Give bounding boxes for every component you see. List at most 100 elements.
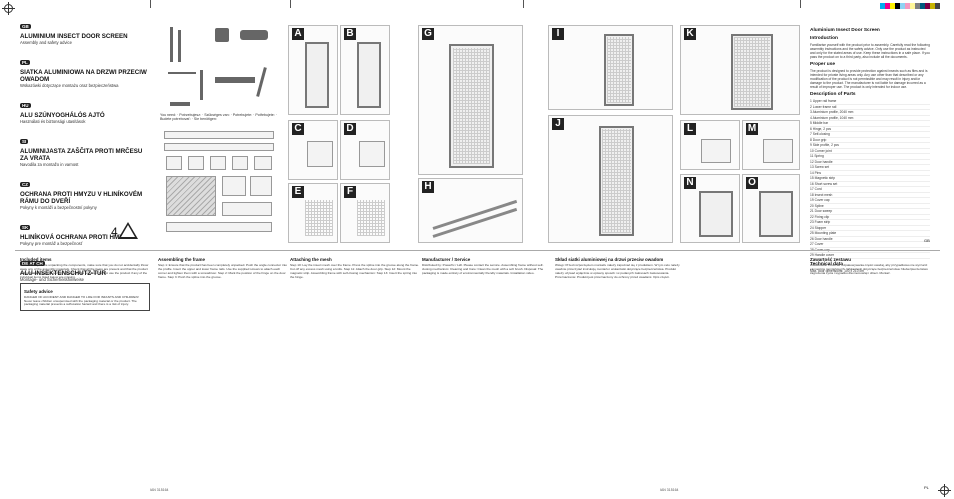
insect-mesh [357,200,385,236]
parts-list-item: 25 Mounting plate [810,231,930,237]
frame-corner-detail [307,141,333,167]
parts-list-item: 7 Self-closing [810,132,930,138]
lang-block-hu: HU ALU SZÚNYOGHÁLÓS AJTÓ Használati és b… [20,94,150,124]
parts-list-item: 4 Aluminium profile, 1040 mm [810,116,930,121]
parts-list-item: 18 Insect mesh [810,193,930,198]
doc-title: Aluminium Insect Door Screen [810,28,880,33]
insect-mesh [305,200,333,236]
safety-heading: Safety advice [24,288,53,294]
part-mesh-roll [222,176,246,196]
footer-code: IAN 315164 [660,488,679,492]
assembly-text: Step 1: Ensure that the product has been… [158,263,287,279]
knife-icon [170,102,190,106]
parts-list-item: 23 Foam strip [810,220,930,226]
drill-icon [240,30,268,40]
step-panel-j: J [548,115,673,243]
lang-badge: PL [20,60,30,65]
part-magnetic-strip [222,202,272,216]
parts-list-item: 15 Magnetic strip [810,176,930,182]
parts-list-item: 21 Door sweep [810,209,930,215]
step-panel-o: O [742,174,800,243]
lang-block-de: DE AT CH ALU-INSEKTENSCHUTZ-TÜR Montage-… [20,252,150,282]
crop-mark [290,0,291,8]
parts-list-item: 9 Side profile, 2 pcs [810,143,930,149]
screwdriver-icon [178,30,181,62]
pl-contents-heading: Zawartość zestawu [810,257,852,262]
lang-subtitle: Pokyny pre montáž a bezpečnosť [20,241,83,246]
step-letter: I [552,28,564,40]
parts-list-item: 28 Cover cap [810,248,930,253]
intro-text: Familiarise yourself with the product pr… [810,43,930,59]
lang-title: ALUMINIUM INSECT DOOR SCREEN [20,33,128,40]
mesh-text: Step 10: Lay the insect mesh over the fr… [290,263,419,279]
part-screw-set [232,156,248,170]
crop-mark [150,0,151,8]
lang-title: HLINÍKOVÁ OCHRANA PROTI HMYZU [20,234,132,241]
text-column-5: Skład siatki aluminiowej na drzwi przeci… [555,255,685,280]
tools-caption: You need: · Potrzebujesz: · Szükséges va… [160,113,277,122]
lang-badge: GB [20,24,31,29]
step-letter: K [684,28,696,40]
step-panel-i: I [548,25,673,110]
mesh-heading: Attaching the mesh [290,257,332,262]
safety-text: DANGER OF ACCIDENT AND DANGER TO LIFE FO… [24,294,139,307]
step-panel-n: N [680,174,740,243]
parts-list-item: 20 Spline [810,204,930,209]
proper-use-text: The product is designed to provide prote… [810,69,928,89]
step-panel-a: A [288,25,338,115]
door-frame [699,191,733,237]
proper-use-heading: Proper use [810,62,836,67]
pliers-icon [256,67,267,97]
part-door-grip [210,156,226,170]
lang-badge: SK [20,225,31,230]
parts-heading: Description of Parts [810,92,856,97]
hinge-detail [701,139,731,163]
lang-badge: CZ [20,182,30,187]
frame-corner-detail [359,141,385,167]
step-letter: C [292,123,304,135]
technical-data-heading: Technical data [810,261,843,267]
step-letter: L [684,123,696,135]
lang-badge: SI [20,139,29,144]
text-column-4: Manufacturer / Service Distributed by: P… [422,255,552,276]
step-panel-d: D [340,120,390,180]
step-letter: O [746,177,758,189]
frame-profile [432,199,518,230]
step-letter: F [344,186,356,198]
part-spring [188,156,204,170]
lang-badge: DE AT CH [20,261,45,266]
door-frame [759,191,793,237]
lang-subtitle: Wskazówki dotyczące montażu oraz bezpiec… [20,83,119,88]
parts-list-item: 6 Hinge, 2 pcs [810,127,930,132]
lang-block-si: SI ALUMINIJASTA ZAŠČITA PROTI MRČESU ZA … [20,130,150,167]
parts-list-item: 27 Cover [810,242,930,248]
parts-list-item: 5 Middle bar [810,121,930,127]
step-panel-k: K [680,25,800,115]
pl-contents-text: Wskazówka: Podczas rozpakowywania części… [810,263,928,275]
parts-list-item: 22 Fixing clip [810,215,930,220]
parts-grid [160,128,282,238]
section-divider [15,250,940,251]
technical-data-text: Max. door dimensions: 100 x 210 cm [810,268,864,273]
manufacturer-text: Distributed by: Powerfix / Lidl. Please … [422,263,544,275]
lang-title: ALU SZÚNYOGHÁLÓS AJTÓ [20,112,105,119]
parts-list-item: 8 Door grip [810,138,930,143]
step-letter: M [746,123,758,135]
parts-list-item: 24 Stopper [810,226,930,231]
lang-title: SIATKA ALUMINIOWA NA DRZWI PRZECIW OWADO… [20,69,147,83]
text-column-3: Attaching the mesh Step 10: Lay the inse… [290,255,420,280]
part-frame-rail [164,131,274,139]
insect-mesh [453,48,490,164]
step-letter: H [422,181,434,193]
lang-block-gb: GB ALUMINIUM INSECT DOOR SCREEN Assembly… [20,15,150,45]
step-panel-c: C [288,120,338,180]
lang-block-pl: PL SIATKA ALUMINIOWA NA DRZWI PRZECIW OW… [20,51,150,88]
step-letter: G [422,28,434,40]
step-letter: A [292,28,304,40]
lang-block-cz: CZ OCHRANA PROTI HMYZU V HLINÍKOVÉM RÁMU… [20,173,150,210]
manufacturer-heading: Manufacturer / Service [422,257,471,262]
saw-icon [215,77,255,83]
lang-subtitle: Montage- und Sicherheitshinweise [20,277,85,282]
step-panel-f: F [340,183,390,243]
